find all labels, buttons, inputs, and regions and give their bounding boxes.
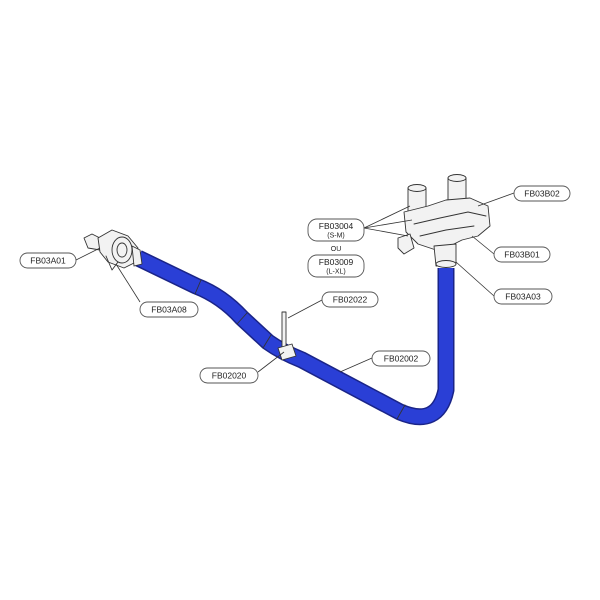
left-connector	[83, 229, 143, 271]
hose	[134, 250, 455, 426]
leader-fb03b01	[471, 235, 495, 255]
svg-text:FB02020: FB02020	[212, 371, 247, 381]
manifold-tube-left-top	[407, 184, 427, 192]
leader-lines	[75, 192, 515, 373]
leader-fb03b02	[477, 192, 515, 207]
leader-fb02022	[287, 299, 323, 319]
manifold-ridge	[419, 225, 475, 237]
leader-fb03a03	[455, 261, 495, 297]
svg-text:FB03B02: FB03B02	[524, 189, 560, 199]
svg-text:FB03009: FB03009	[319, 257, 354, 267]
hose-joint	[262, 334, 272, 349]
connector-collar	[131, 245, 143, 267]
manifold-outlet-ring	[435, 260, 457, 268]
hose-joint	[194, 279, 202, 295]
svg-text:FB03004: FB03004	[319, 221, 354, 231]
label-fb02020: FB02020	[199, 367, 259, 384]
label-fb03a03: FB03A03	[493, 288, 553, 305]
label-fb03a08: FB03A08	[139, 301, 199, 318]
label-fb03a01: FB03A01	[19, 252, 77, 269]
leader-fb03a01	[75, 247, 101, 261]
label-fb03b02: FB03B02	[513, 185, 571, 202]
manifold	[397, 174, 491, 268]
label-fb03009: FB03009 (L-XL)	[307, 254, 365, 278]
manifold-body	[403, 197, 491, 251]
manifold-clip	[397, 233, 415, 255]
svg-text:FB02022: FB02022	[333, 295, 368, 305]
leader-fb02020	[257, 351, 285, 373]
svg-text:(L-XL): (L-XL)	[326, 269, 345, 276]
connector-ring-inner	[116, 242, 128, 258]
label-fb02002: FB02002	[371, 350, 431, 367]
hose-joint	[396, 404, 406, 420]
leader-fb02002	[339, 357, 373, 373]
clamp-strap	[281, 311, 287, 351]
label-fb03b01: FB03B01	[493, 246, 551, 263]
label-fb03004: FB03004 (S-M)	[307, 218, 365, 242]
manifold-ridge	[413, 211, 487, 225]
svg-text:FB03A01: FB03A01	[30, 256, 66, 266]
leader-fb03004-a	[363, 205, 411, 229]
svg-text:FB03A03: FB03A03	[505, 292, 541, 302]
svg-text:FB02002: FB02002	[384, 354, 419, 364]
hose-body	[134, 251, 453, 424]
label-fb02022: FB02022	[321, 291, 379, 308]
manifold-tube-right-top	[447, 174, 467, 182]
svg-text:(S-M): (S-M)	[327, 233, 345, 240]
svg-text:FB03A08: FB03A08	[151, 305, 187, 315]
clamp-band	[277, 343, 297, 361]
leader-fb03004-c	[363, 227, 409, 237]
leader-fb03a08	[115, 263, 141, 303]
hose-joint	[236, 312, 248, 325]
svg-text:FB03B01: FB03B01	[504, 250, 540, 260]
leader-fb03004-b	[363, 219, 413, 229]
label-ou: OU	[331, 246, 342, 253]
hose-clamp	[277, 311, 297, 361]
